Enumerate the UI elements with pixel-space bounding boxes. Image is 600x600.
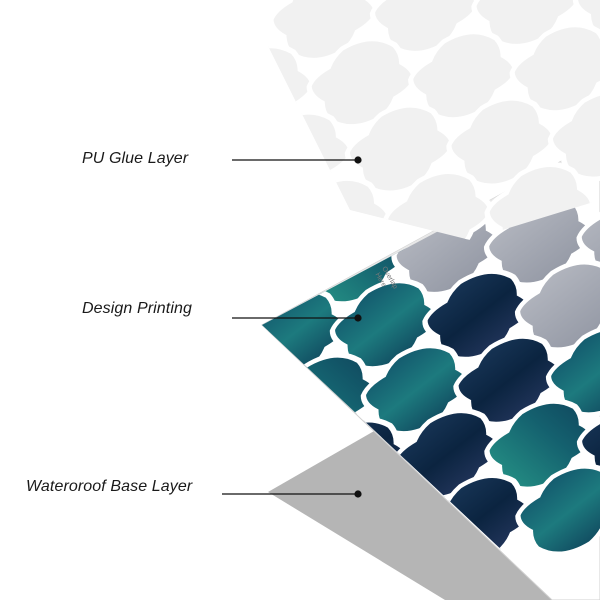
base-layer-label: Wateroroof Base Layer <box>26 478 193 495</box>
leader-design <box>232 314 362 322</box>
leader-base <box>222 490 362 498</box>
glue-layer-label: PU Glue Layer <box>82 150 189 167</box>
leader-glue <box>232 156 362 164</box>
design-layer-label: Design Printing <box>82 300 192 317</box>
